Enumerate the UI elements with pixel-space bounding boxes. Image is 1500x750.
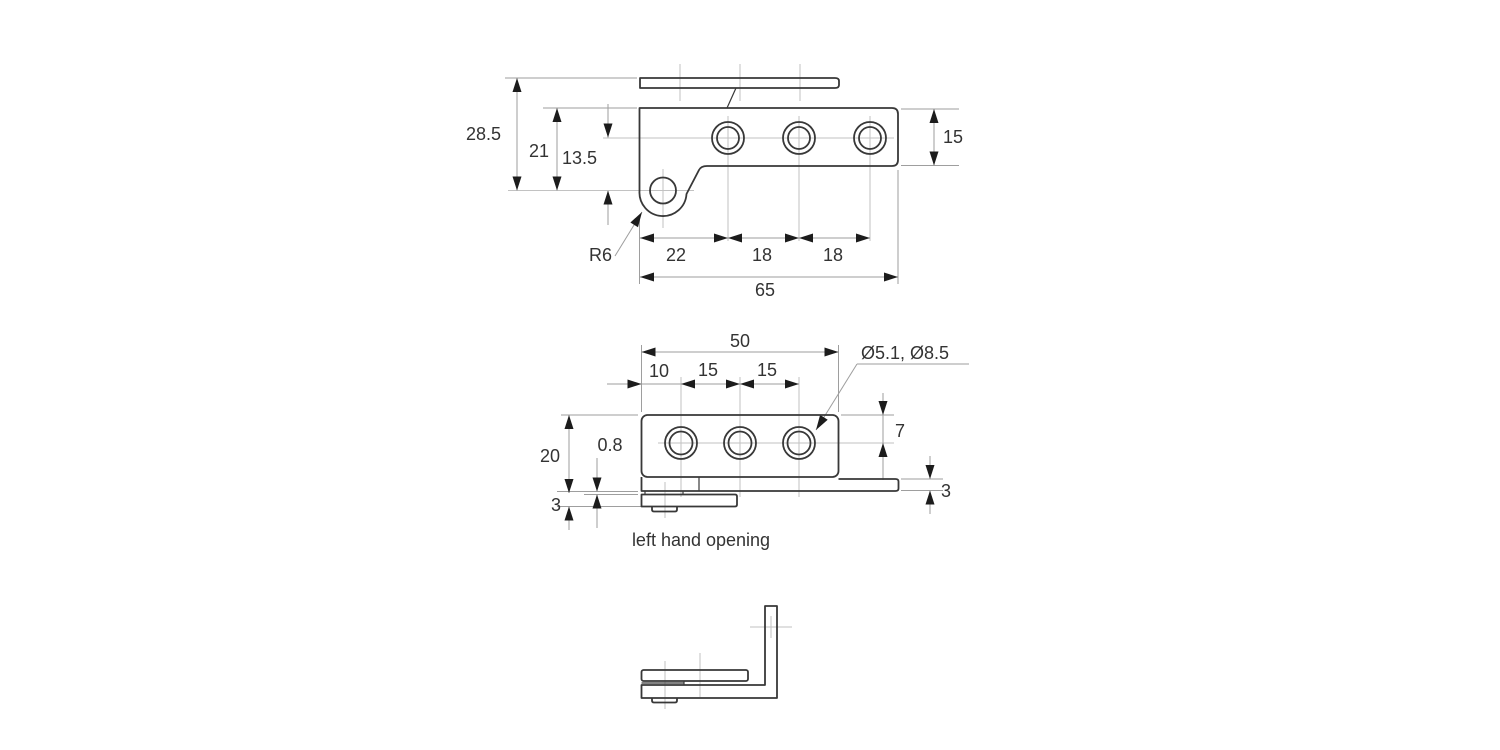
dim-label-pivot-to-top: 21 [529,141,549,161]
door-leaf-plate-outline [640,414,840,478]
view-note: left hand opening [632,530,770,550]
side-view-dimension-labels: 28.5 21 13.5 15 R6 22 18 18 65 [466,124,963,300]
arrowhead [564,479,574,493]
countersunk-hole-inner [727,430,753,456]
end-view-centerlines [664,616,792,709]
countersunk-hole-outer [782,121,816,155]
arrowhead [799,233,813,243]
pivot-boss-outline [651,506,678,513]
arrowhead [878,401,888,415]
dim-label-hole-spacing-3: 18 [823,245,843,265]
arrowhead [627,379,642,389]
pivot-hole [649,176,677,205]
side-view-centerlines [508,64,894,241]
arrowhead [785,233,799,243]
arrowhead [929,109,939,123]
pivot-boss-outline [651,698,678,704]
arrowhead [925,465,935,479]
dim-label-corner-radius: R6 [589,245,612,265]
end-view-part [640,605,778,704]
callout-arrowhead [816,414,828,430]
arrowhead [728,233,742,243]
dim-label-overall-length: 65 [755,280,775,300]
countersunk-hole-inner [668,430,694,456]
dim-label-leaf-thickness: 3 [551,495,561,515]
door-leaf-outline [640,669,749,682]
plan-view-extension-lines [557,345,943,507]
dim-label-plate-height: 15 [943,127,963,147]
dim-label-hole-span: 50 [730,331,750,351]
plan-view-arrowheads [564,347,935,521]
plan-view-centerlines [658,377,894,518]
arrowhead [824,347,839,357]
dim-label-hole-spacing-2: 18 [752,245,772,265]
side-elevation-view: 28.5 21 13.5 15 R6 22 18 18 65 [466,64,963,300]
arrowhead [592,494,602,509]
arrowhead [785,379,799,389]
radius-leader-arrowhead [630,212,642,228]
arrowhead [512,78,522,92]
side-view-extension-lines [505,77,959,284]
base-flange-edge-outline [640,477,900,492]
side-view-arrowheads [512,78,939,282]
end-view [640,605,792,709]
countersunk-hole-outer [853,121,887,155]
countersunk-hole-inner [858,126,882,150]
dim-label-hole-spacing-1: 22 [666,245,686,265]
dim-label-hole-offset-1: 10 [649,361,669,381]
arrowhead [640,272,654,282]
countersunk-hole-inner [716,126,740,150]
dim-label-hole-inset: 7 [895,421,905,441]
arrowhead [681,379,695,389]
door-leaf-edge-outline [639,77,840,89]
dim-label-overall-depth: 20 [540,446,560,466]
arrowhead [878,443,888,457]
dim-label-holes-to-pivot: 13.5 [562,148,597,168]
side-view-part [638,77,899,217]
arrowhead [552,108,562,122]
bend-line [726,87,737,109]
countersunk-hole-outer [664,426,698,460]
callout-label-hole-diameters: Ø5.1, Ø8.5 [861,343,949,363]
arrowhead [925,490,935,505]
countersunk-hole-inner [786,430,812,456]
arrowhead [740,379,754,389]
countersunk-hole-inner [787,126,811,150]
arrowhead [726,379,740,389]
plan-view: 50 10 15 15 Ø5.1, Ø8.5 7 20 0.8 3 3 left… [540,331,969,550]
arrowhead [603,190,613,205]
arrowhead [640,233,654,243]
arrowhead [714,233,728,243]
plan-view-dimension-labels: 50 10 15 15 Ø5.1, Ø8.5 7 20 0.8 3 3 [540,331,951,515]
frame-plate-outline [638,107,899,217]
countersunk-hole-outer [782,426,816,460]
arrowhead [884,272,898,282]
arrowhead [929,151,939,166]
arrowhead [512,176,522,191]
dim-label-clearance: 0.8 [597,435,622,455]
dim-label-hole-offset-3: 15 [757,360,777,380]
frame-bracket-outline [640,605,778,699]
dim-label-hole-offset-2: 15 [698,360,718,380]
countersunk-hole-outer [711,121,745,155]
arrowhead [552,176,562,191]
arrowhead [564,415,574,429]
arrowhead [856,233,870,243]
arrowhead [564,506,574,521]
frame-leaf-edge-outline [640,493,738,508]
dim-label-base-thickness: 3 [941,481,951,501]
arrowhead [641,347,656,357]
arrowhead [603,123,613,138]
dim-label-overall-height: 28.5 [466,124,501,144]
countersunk-hole-outer [723,426,757,460]
arrowhead [592,477,602,492]
plan-view-part [640,414,900,513]
